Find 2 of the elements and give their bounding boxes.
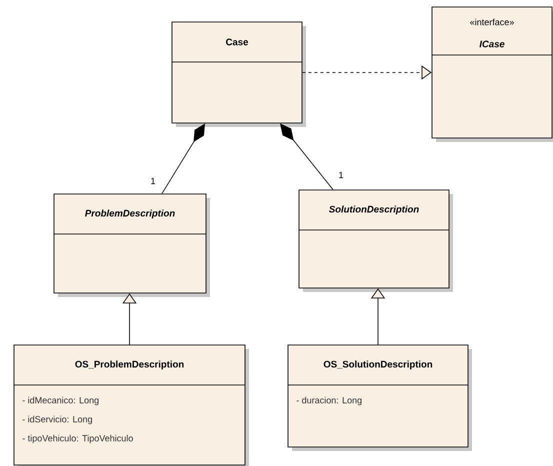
multiplicity-label: 1 [338, 170, 344, 180]
multiplicity-label: 1 [150, 176, 156, 186]
